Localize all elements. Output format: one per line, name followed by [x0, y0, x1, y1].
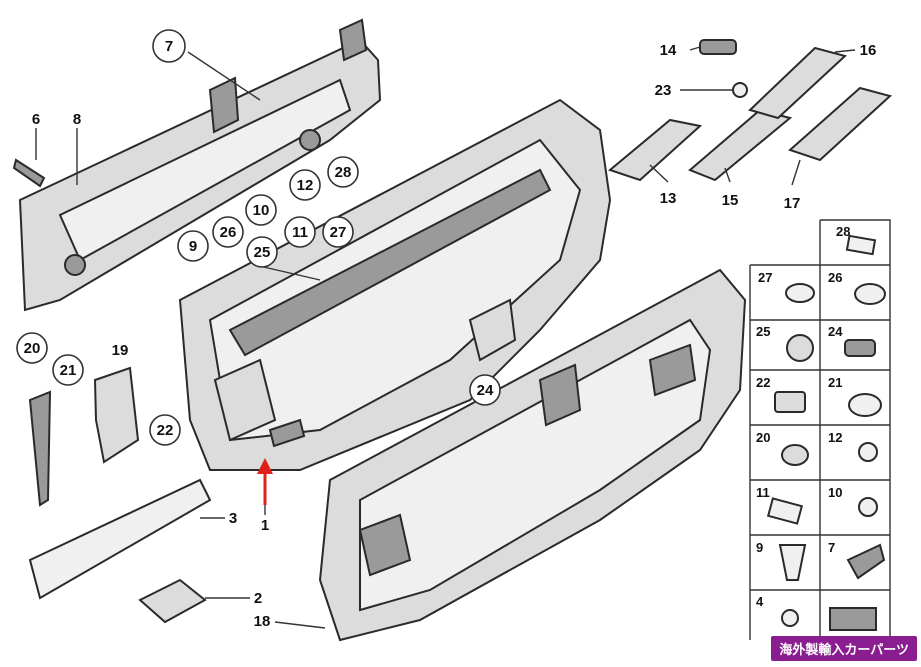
label-16: 16: [860, 42, 877, 59]
callout-9: 9: [177, 230, 209, 262]
svg-text:26: 26: [220, 224, 237, 241]
svg-text:9: 9: [189, 238, 197, 255]
fastener-12: [858, 442, 878, 462]
red-arrow-icon: [257, 458, 273, 505]
part-16: [748, 46, 848, 120]
grid-label-9: 9: [756, 540, 763, 555]
callout-28: 28: [327, 156, 359, 188]
fastener-4: [781, 609, 799, 627]
callout-26: 26: [212, 216, 244, 248]
label-1: 1: [261, 517, 269, 534]
grid-label-11: 11: [756, 485, 770, 500]
label-2: 2: [254, 590, 262, 607]
fastener-9: [778, 544, 807, 581]
part-13: [607, 118, 703, 182]
part-19-cover: [93, 366, 140, 464]
grid-label-24: 24: [828, 324, 843, 339]
part-23-ring: [732, 82, 748, 98]
label-8: 8: [73, 111, 81, 128]
svg-text:21: 21: [60, 362, 77, 379]
fastener-28: [845, 234, 877, 256]
callout-12: 12: [289, 169, 321, 201]
label-17: 17: [784, 195, 801, 212]
label-15: 15: [722, 192, 739, 209]
label-18: 18: [254, 613, 271, 630]
label-23: 23: [655, 82, 672, 99]
label-19: 19: [112, 342, 129, 359]
fastener-10: [858, 497, 878, 517]
grid-label-20: 20: [756, 430, 770, 445]
label-14: 14: [660, 42, 677, 59]
part-6-bracket: [12, 158, 46, 188]
grid-label-28: 28: [836, 224, 850, 239]
callout-20: 20: [16, 332, 48, 364]
svg-text:28: 28: [335, 164, 352, 181]
part-2-plate: [138, 578, 207, 624]
callout-21: 21: [52, 354, 84, 386]
fastener-7: [846, 543, 886, 580]
grid-label-26: 26: [828, 270, 842, 285]
fastener-26: [854, 283, 886, 305]
part-3-strip: [28, 478, 212, 600]
part-15: [688, 108, 793, 182]
svg-text:20: 20: [24, 340, 41, 357]
callout-22: 22: [149, 414, 181, 446]
grid-label-10: 10: [828, 485, 842, 500]
callout-25: 25: [246, 236, 278, 268]
fastener-11: [766, 497, 804, 525]
part-24-trim-panel: [318, 268, 747, 642]
fastener-24: [844, 339, 876, 357]
label-3: 3: [229, 510, 237, 527]
svg-text:11: 11: [292, 224, 308, 241]
fastener-27: [785, 283, 815, 303]
label-6: 6: [32, 111, 40, 128]
svg-text:24: 24: [477, 382, 494, 399]
svg-text:27: 27: [330, 224, 347, 241]
part-14-spring: [699, 39, 737, 55]
fastener-25: [786, 334, 814, 362]
callout-27: 27: [322, 216, 354, 248]
callout-7: 7: [152, 29, 186, 63]
grid-label-12: 12: [828, 430, 842, 445]
grid-label-22: 22: [756, 375, 770, 390]
leader-lines: [35, 46, 856, 629]
fastener-21: [848, 393, 882, 417]
fastener-22: [774, 391, 806, 413]
svg-text:22: 22: [157, 422, 174, 439]
svg-text:7: 7: [165, 38, 173, 55]
fastener-20: [781, 444, 809, 466]
callout-24: 24: [469, 374, 501, 406]
grid-label-21: 21: [828, 375, 842, 390]
watermark-banner: 海外製輸入カーパーツ: [771, 636, 917, 661]
svg-text:12: 12: [297, 177, 314, 194]
label-13: 13: [660, 190, 677, 207]
svg-text:25: 25: [254, 244, 271, 261]
grid-label-7: 7: [828, 540, 835, 555]
fastener-grid: 28 27 26 25 24 22 21 20 12 11 10 9 7 4: [749, 219, 891, 640]
fastener-pad: [829, 607, 877, 631]
svg-text:10: 10: [253, 202, 270, 219]
part-17: [788, 86, 893, 162]
callout-10: 10: [245, 194, 277, 226]
grid-label-4: 4: [756, 594, 764, 609]
grid-label-25: 25: [756, 324, 770, 339]
part-8-upper-rail: [18, 18, 382, 312]
grid-label-27: 27: [758, 270, 772, 285]
callout-11: 11: [284, 216, 316, 248]
part-wedge: [28, 390, 52, 507]
main-tailgate-panel: [178, 98, 612, 471]
